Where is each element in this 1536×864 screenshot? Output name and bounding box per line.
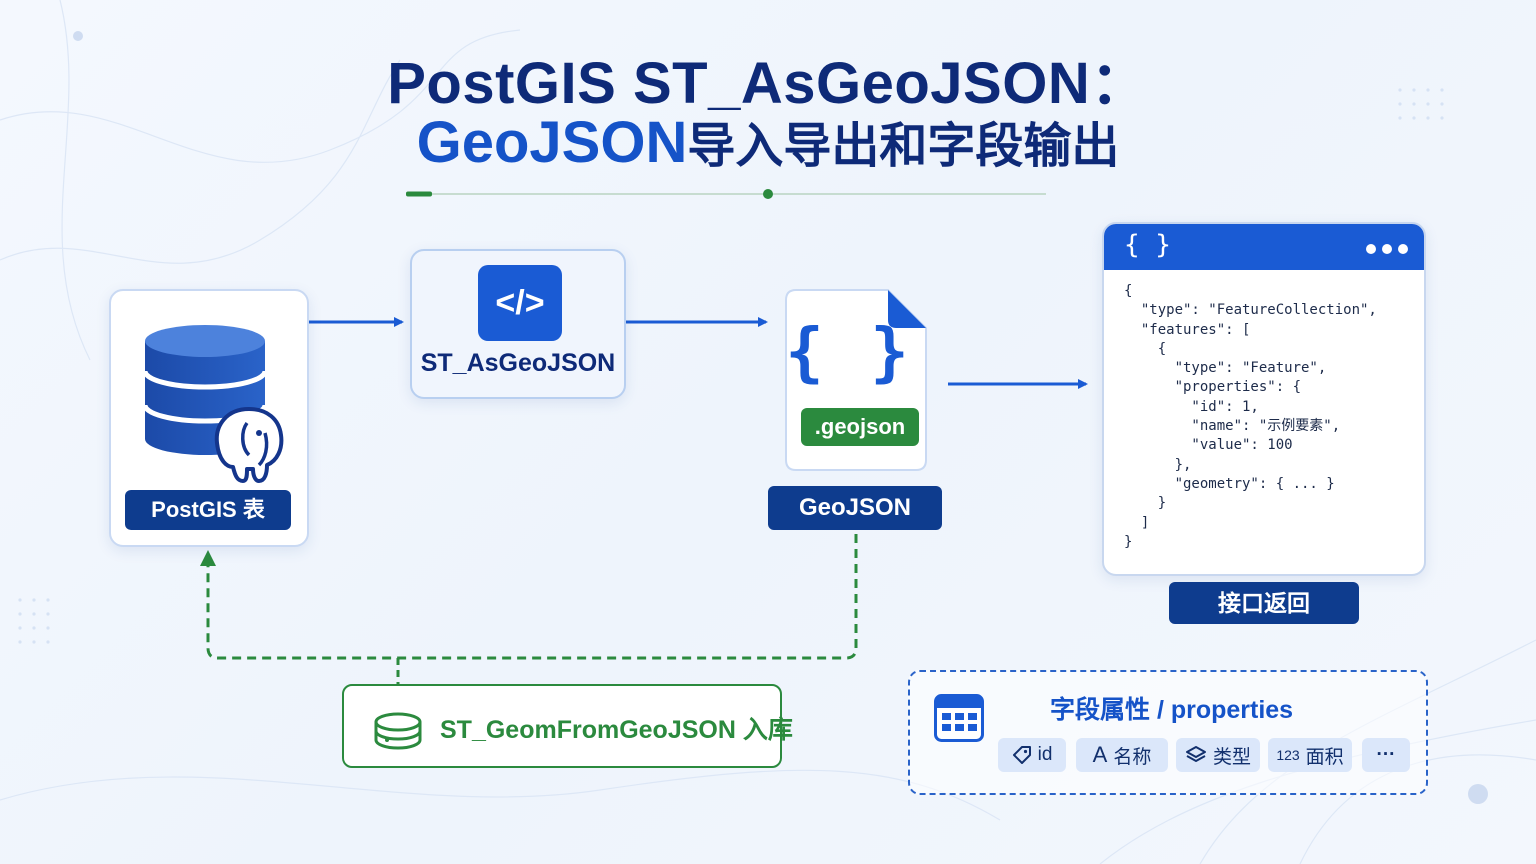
postgis-table-card: PostGIS 表 xyxy=(109,289,309,547)
table-grid-icon xyxy=(934,694,984,742)
st-geomfromgeojson-label: ST_GeomFromGeoJSON 入库 xyxy=(440,716,793,744)
letter-a-icon: A xyxy=(1092,742,1108,767)
title-subtitle-text: 导入导出和字段输出 xyxy=(687,120,1120,173)
field-chip-more: ··· xyxy=(1362,738,1410,772)
tag-icon xyxy=(1012,746,1031,764)
json-code-block: { "type": "FeatureCollection", "features… xyxy=(1124,283,1377,550)
page-title-line2: GeoJSON导入导出和字段输出 xyxy=(0,106,1536,176)
field-chip-name-label: 名称 xyxy=(1113,746,1152,768)
code-icon: </> xyxy=(478,265,562,341)
json-response-card: { } { "type": "FeatureCollection", "feat… xyxy=(1102,222,1426,576)
field-chip-type: 类型 xyxy=(1176,738,1260,772)
postgresql-elephant-icon xyxy=(214,407,284,483)
json-brace-icon-header: { } xyxy=(1124,230,1171,260)
more-dots-icon xyxy=(1360,241,1408,259)
field-chip-id: id xyxy=(998,738,1066,772)
geojson-extension-badge: .geojson xyxy=(801,408,919,446)
title-geojson-text: GeoJSON xyxy=(416,110,688,175)
st-geomfromgeojson-box: ST_GeomFromGeoJSON 入库 xyxy=(342,684,793,768)
st-asgeojson-card: </> ST_AsGeoJSON xyxy=(410,249,626,399)
more-icon: ··· xyxy=(1376,744,1396,765)
field-chip-area-label: 面积 xyxy=(1305,746,1344,768)
geojson-label: GeoJSON xyxy=(768,486,942,530)
page-title-line1: PostGIS ST_AsGeoJSON： xyxy=(387,51,1149,116)
layers-icon xyxy=(1185,746,1206,762)
database-import-icon xyxy=(374,712,422,750)
json-brace-icon: { } xyxy=(785,316,913,390)
title-divider xyxy=(406,189,1046,199)
field-chip-id-label: id xyxy=(1037,744,1053,765)
fields-properties-box: 字段属性 / properties id A 名称 类型 123 面积 ··· xyxy=(908,670,1428,795)
import-loop-path xyxy=(206,534,858,660)
field-chip-type-label: 类型 xyxy=(1212,746,1251,768)
api-return-label: 接口返回 xyxy=(1169,582,1359,624)
json-card-header: { } xyxy=(1104,224,1424,270)
field-chip-area: 123 面积 xyxy=(1268,738,1352,772)
fields-title: 字段属性 / properties xyxy=(1050,696,1294,724)
number-icon: 123 xyxy=(1276,747,1300,763)
postgis-table-label: PostGIS 表 xyxy=(125,490,291,530)
st-asgeojson-label: ST_AsGeoJSON xyxy=(420,349,616,377)
field-chip-name: A 名称 xyxy=(1076,738,1168,772)
